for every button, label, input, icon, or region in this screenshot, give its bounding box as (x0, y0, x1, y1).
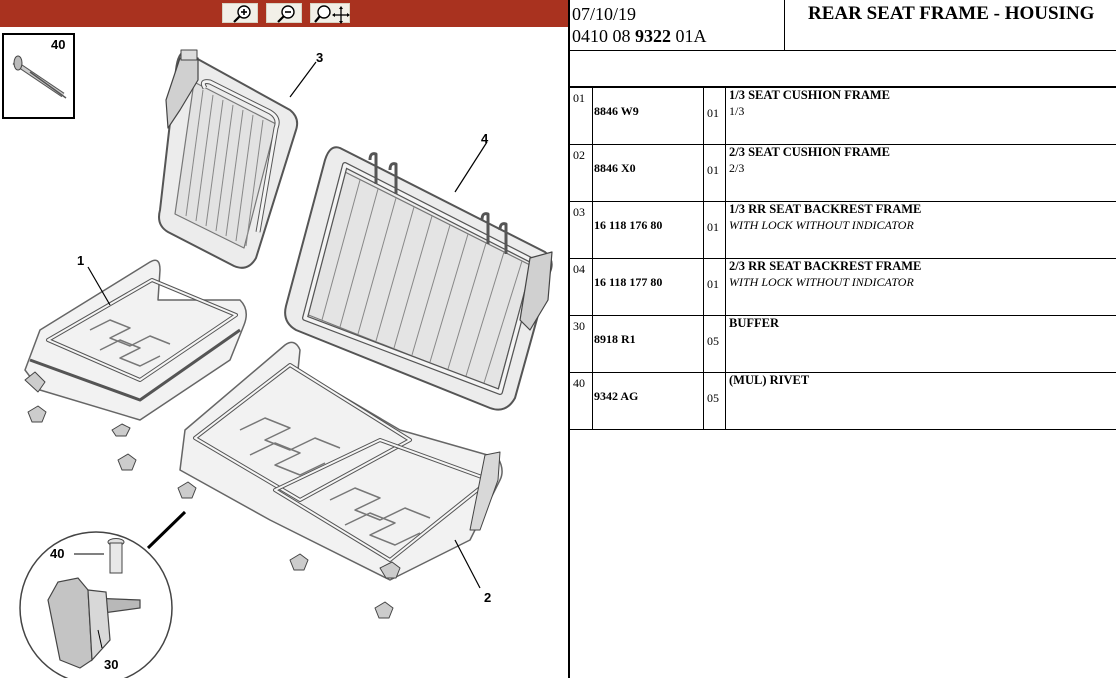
reference-cell: 9342 AG (593, 373, 704, 429)
cushion-frame-1-3 (24, 259, 247, 471)
header-date: 07/10/19 (572, 4, 637, 24)
quantity-cell: 05 (704, 373, 726, 429)
item-index: 03 (573, 205, 585, 219)
zoom-in-button[interactable] (222, 3, 258, 23)
part-note: 1/3 (729, 104, 745, 118)
callout-40-box: 40 (51, 37, 65, 52)
description-cell: (MUL) RIVET (726, 373, 1116, 429)
table-row[interactable]: 01 8846 W9 01 1/3 SEAT CUSHION FRAME 1/3 (570, 88, 1116, 145)
cushion-frame-2-3 (177, 341, 503, 619)
zoom-out-icon (277, 5, 295, 23)
part-reference[interactable]: 9342 AG (594, 389, 639, 403)
reference-cell: 16 118 177 80 (593, 259, 704, 315)
header-info: 07/10/19 0410 08 9322 01A (570, 0, 785, 50)
part-quantity: 01 (707, 277, 719, 291)
diagram-panel: 40 3 (0, 0, 568, 678)
part-name: (MUL) RIVET (729, 373, 810, 387)
table-row[interactable]: 40 9342 AG 05 (MUL) RIVET (570, 373, 1116, 430)
reference-cell: 16 118 176 80 (593, 202, 704, 258)
index-cell: 04 (570, 259, 593, 315)
parts-table: 01 8846 W9 01 1/3 SEAT CUSHION FRAME 1/3 02 88… (570, 88, 1116, 430)
callout-40-detail: 40 (50, 546, 64, 561)
reference-cell: 8918 R1 (593, 316, 704, 372)
part-note: 2/3 (729, 161, 745, 175)
part-reference[interactable]: 16 118 176 80 (594, 218, 663, 232)
part-note: WITH LOCK WITHOUT INDICATOR (729, 218, 914, 232)
part-name: 2/3 SEAT CUSHION FRAME (729, 145, 891, 159)
quantity-cell: 01 (704, 202, 726, 258)
reference-cell: 8846 X0 (593, 145, 704, 201)
zoom-in-icon (233, 5, 251, 23)
parts-header: 07/10/19 0410 08 9322 01A REAR SEAT FRAM… (570, 0, 1116, 51)
part-quantity: 01 (707, 163, 719, 177)
item-index: 04 (573, 262, 585, 276)
backrest-frame-1-3 (158, 49, 299, 269)
part-reference[interactable]: 8846 X0 (594, 161, 636, 175)
part-reference[interactable]: 8846 W9 (594, 104, 639, 118)
description-cell: BUFFER (726, 316, 1116, 372)
parts-panel: 07/10/19 0410 08 9322 01A REAR SEAT FRAM… (570, 0, 1116, 678)
part-name: 1/3 RR SEAT BACKREST FRAME (729, 202, 922, 216)
seat-frame-diagram: 40 3 (2, 33, 553, 678)
part-name: 1/3 SEAT CUSHION FRAME (729, 88, 891, 102)
part-note: WITH LOCK WITHOUT INDICATOR (729, 275, 914, 289)
part-quantity: 05 (707, 391, 719, 405)
quantity-cell: 01 (704, 145, 726, 201)
callout-30-detail: 30 (104, 657, 118, 672)
reference-cell: 8846 W9 (593, 88, 704, 144)
buffer-rivet-detail (19, 531, 173, 678)
code-prefix: 0410 08 (572, 26, 631, 46)
index-cell: 30 (570, 316, 593, 372)
description-cell: 2/3 SEAT CUSHION FRAME 2/3 (726, 145, 1116, 201)
quantity-cell: 01 (704, 88, 726, 144)
callout-2: 2 (484, 590, 491, 605)
part-reference[interactable]: 8918 R1 (594, 332, 636, 346)
zoom-out-button[interactable] (266, 3, 302, 23)
callout-4: 4 (481, 131, 489, 146)
page-title: REAR SEAT FRAME - HOUSING (808, 3, 1095, 24)
part-quantity: 05 (707, 334, 719, 348)
table-row[interactable]: 04 16 118 177 80 01 2/3 RR SEAT BACKREST FR… (570, 259, 1116, 316)
index-cell: 01 (570, 88, 593, 144)
index-cell: 03 (570, 202, 593, 258)
item-index: 30 (573, 319, 585, 333)
zoom-toolbar (0, 0, 568, 27)
item-index: 02 (573, 148, 585, 162)
description-cell: 1/3 SEAT CUSHION FRAME 1/3 (726, 88, 1116, 144)
header-blank-bar (570, 50, 1116, 88)
part-reference[interactable]: 16 118 177 80 (594, 275, 663, 289)
backrest-frame-2-3 (284, 146, 553, 411)
rivet-inset: 40 (2, 33, 75, 119)
table-row[interactable]: 02 8846 X0 01 2/3 SEAT CUSHION FRAME 2/3 (570, 145, 1116, 202)
item-index: 40 (573, 376, 585, 390)
callout-1: 1 (77, 253, 84, 268)
quantity-cell: 05 (704, 316, 726, 372)
pan-zoom-icon (314, 5, 350, 24)
index-cell: 40 (570, 373, 593, 429)
table-row[interactable]: 03 16 118 176 80 01 1/3 RR SEAT BACKREST FR… (570, 202, 1116, 259)
part-quantity: 01 (707, 106, 719, 120)
panel-divider (568, 0, 570, 678)
description-cell: 1/3 RR SEAT BACKREST FRAME WITH LOCK WITH… (726, 202, 1116, 258)
quantity-cell: 01 (704, 259, 726, 315)
item-index: 01 (573, 91, 585, 105)
code-bold: 9322 (635, 26, 671, 46)
header-code: 0410 08 9322 01A (572, 26, 707, 47)
callout-3: 3 (316, 50, 323, 65)
part-name: 2/3 RR SEAT BACKREST FRAME (729, 259, 922, 273)
description-cell: 2/3 RR SEAT BACKREST FRAME WITH LOCK WITH… (726, 259, 1116, 315)
index-cell: 02 (570, 145, 593, 201)
pan-zoom-button[interactable] (310, 3, 350, 24)
table-row[interactable]: 30 8918 R1 05 BUFFER (570, 316, 1116, 373)
code-suffix: 01A (675, 26, 707, 46)
part-quantity: 01 (707, 220, 719, 234)
rivet-icon (12, 55, 67, 99)
part-name: BUFFER (729, 316, 779, 330)
